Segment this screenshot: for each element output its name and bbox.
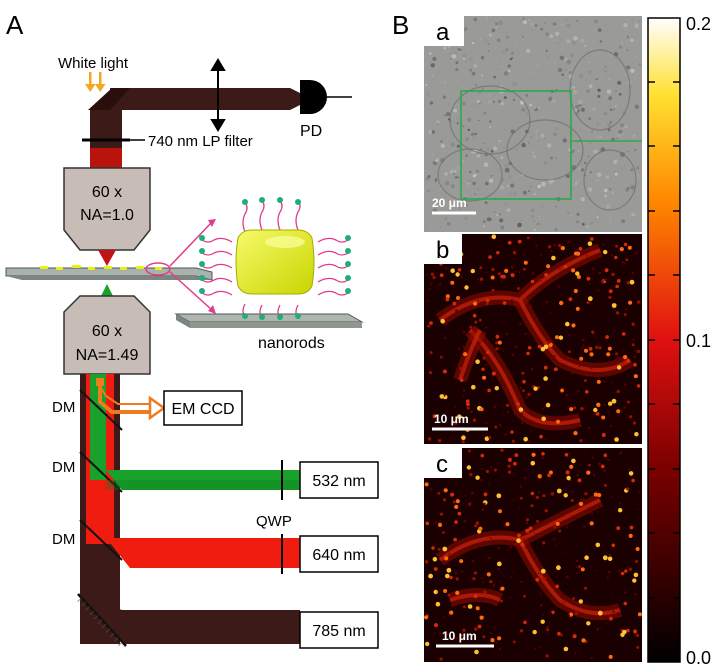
objective-top-na: NA=1.0 (80, 207, 134, 224)
objective-bottom-mag: 60 x (92, 323, 122, 340)
green-laser-beam (106, 470, 300, 490)
scale-bar-b-label: 10 μm (434, 412, 469, 426)
scale-bar-a-label: 20 μm (432, 196, 467, 210)
photodetector-label: PD (300, 123, 322, 140)
scale-bar-c-label: 10 μm (442, 629, 477, 643)
emccd-camera (163, 390, 243, 426)
emccd-label: EM CCD (171, 401, 234, 418)
fluorescence-b-texture (425, 234, 641, 444)
white-light-label: White light (58, 55, 129, 72)
laser-785-label: 785 nm (312, 623, 365, 640)
focusing-lens (210, 58, 226, 132)
colorbar: 0.2 0.1 0.0 (647, 14, 711, 668)
nir-laser-beam (80, 596, 300, 644)
white-light-arrow-icon (85, 72, 106, 92)
colorbar-mid-label: 0.1 (686, 331, 711, 351)
fluorescence-c-texture (424, 448, 643, 661)
laser-640 (299, 535, 379, 573)
nanorods-label: nanorods (258, 335, 325, 352)
nanorod-zoom-inset: nanorods (174, 197, 364, 352)
objective-top (63, 167, 151, 251)
dichroic-mirror-2 (79, 451, 123, 493)
beam-splitter-top (88, 88, 130, 110)
red-laser-beam (106, 538, 300, 568)
laser-640-label: 640 nm (312, 547, 365, 564)
laser-532 (299, 461, 379, 499)
objective-top-mag: 60 x (92, 184, 122, 201)
dm-label-2: DM (52, 459, 75, 476)
dm-label-3: DM (52, 531, 75, 548)
lp-filter-label: 740 nm LP filter (148, 133, 253, 150)
emccd-path (98, 386, 150, 414)
panel-a: A PD White light 740 nm LP filter (5, 10, 379, 650)
subpanel-b-fluorescence: b 10 μm (424, 234, 642, 444)
dm-label-1: DM (52, 399, 75, 416)
nanorods-on-slide (40, 265, 162, 270)
subpanel-a-label: a (436, 19, 450, 46)
subpanel-c-label: c (436, 451, 448, 478)
objective-bottom-na: NA=1.49 (76, 347, 139, 364)
objective-bottom (63, 295, 151, 375)
laser-785 (299, 611, 379, 649)
subpanel-c-fluorescence: c 10 μm (424, 448, 643, 662)
colorbar-min-label: 0.0 (686, 648, 711, 668)
detection-beam (110, 88, 306, 110)
panel-b-label: B (392, 10, 409, 40)
panel-b: B a 20 μm b 10 μm c 10 (392, 10, 711, 668)
qwp-label: QWP (256, 513, 292, 530)
colorbar-max-label: 0.2 (686, 14, 711, 34)
photodetector (300, 80, 327, 114)
dichroic-mirror-3 (79, 519, 123, 561)
subpanel-a-brightfield: a 20 μm (424, 16, 642, 232)
laser-532-label: 532 nm (312, 473, 365, 490)
zoom-region-box (460, 90, 572, 200)
panel-a-label: A (6, 10, 24, 40)
subpanel-b-label: b (436, 237, 449, 264)
dichroic-mirror-1 (79, 389, 123, 431)
